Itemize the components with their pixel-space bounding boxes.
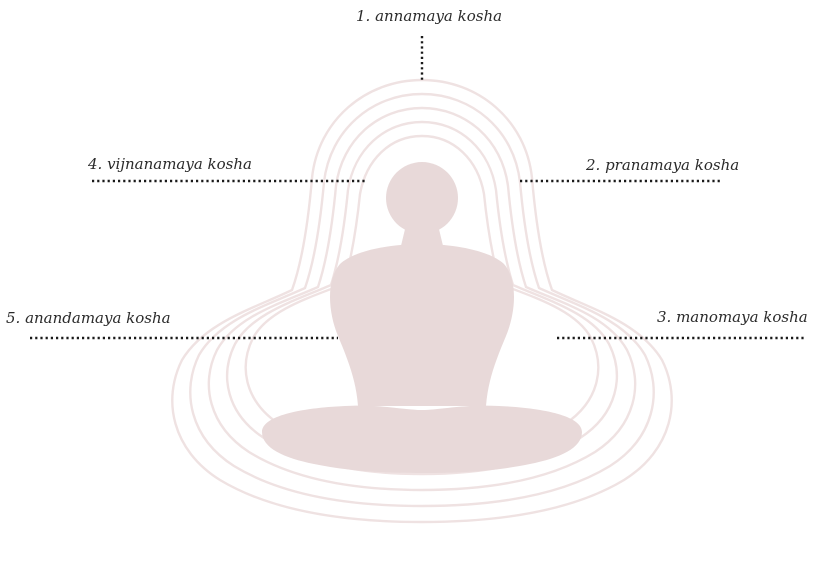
kosha-label-vijnanamaya: 4. vijnanamaya kosha (88, 155, 252, 173)
kosha-label-pranamaya: 2. pranamaya kosha (586, 156, 740, 174)
figure-neck (400, 225, 444, 250)
figure-crossed-legs (262, 405, 582, 473)
kosha-layer-outline (171, 78, 673, 524)
kosha-label-annamaya: 1. annamaya kosha (356, 7, 503, 25)
kosha-label-anandamaya: 5. anandamaya kosha (6, 309, 171, 327)
kosha-layer-outline (189, 92, 655, 508)
kosha-label-manomaya: 3. manomaya kosha (657, 308, 808, 326)
leader-lines (30, 36, 805, 340)
figure-torso (330, 244, 514, 406)
kosha-layer-outline (226, 120, 618, 476)
kosha-layer-outline (207, 106, 637, 492)
meditating-figure (262, 162, 582, 473)
figure-head (386, 162, 458, 234)
